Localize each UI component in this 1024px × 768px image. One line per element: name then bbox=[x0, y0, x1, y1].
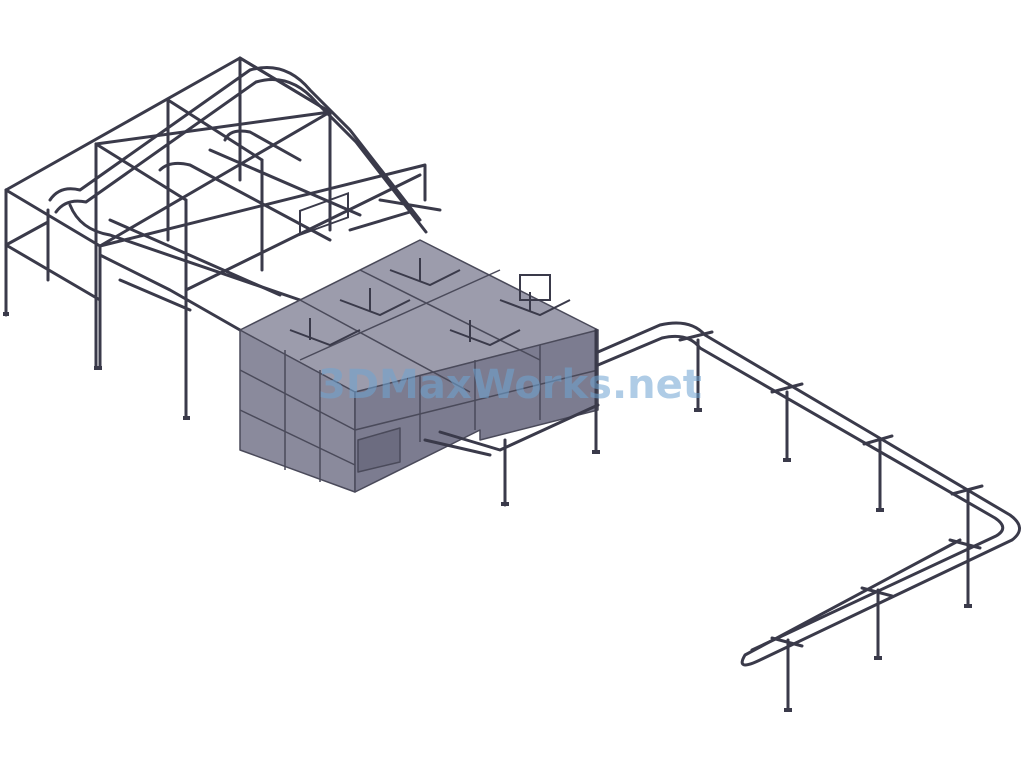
post-feet bbox=[3, 312, 972, 712]
left-steel-frame bbox=[4, 56, 442, 420]
paint-booth-enclosure bbox=[239, 239, 599, 493]
right-conveyor-track bbox=[423, 321, 1021, 712]
booth-top-equipment bbox=[289, 191, 571, 347]
